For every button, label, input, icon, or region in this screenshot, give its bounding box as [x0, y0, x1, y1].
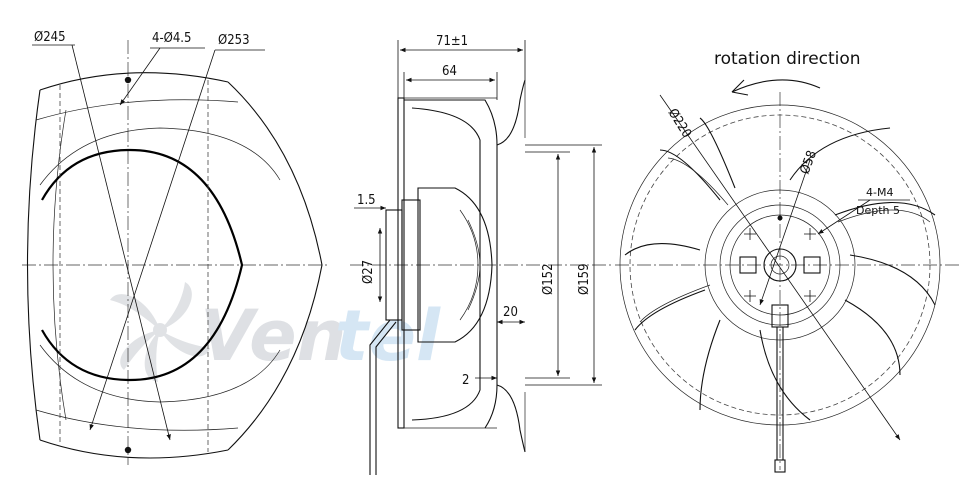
watermark-text-b: tel: [335, 295, 441, 377]
rear-blade-8: [699, 319, 721, 411]
front-mount-hole-bottom: [124, 446, 132, 454]
rotation-arrow-head: [731, 79, 749, 96]
rear-blade-4: [834, 202, 936, 216]
rear-m4-hole-2: [804, 228, 816, 240]
rear-shaft-circle: [763, 248, 797, 282]
watermark-text-a: Ven: [200, 295, 346, 377]
side-nozzle-top: [496, 79, 526, 146]
front-mount-hole-top: [124, 76, 132, 84]
side-cable: [369, 319, 391, 475]
rear-m4-leader: [817, 199, 871, 235]
rear-blade-5: [849, 254, 936, 306]
side-dim-64: 64: [442, 64, 457, 79]
front-d253-leader: [89, 49, 216, 431]
front-ring-line-2: [35, 409, 239, 431]
rotation-direction-label: rotation direction: [714, 49, 861, 69]
front-concave-edge: [227, 81, 323, 451]
rear-hub-outer: [719, 204, 841, 326]
front-shroud-arc-bottom: [39, 344, 281, 403]
watermark: Ven tel: [110, 282, 441, 382]
front-ring-left-outer: [26, 89, 41, 441]
rear-blade-9b: [639, 284, 711, 323]
rear-blade-3: [789, 127, 891, 181]
side-dim-d159: Ø159: [577, 263, 592, 295]
front-ring-bottom: [39, 439, 229, 459]
rear-blade-1: [659, 149, 721, 201]
rear-shaft-inner: [770, 255, 790, 275]
rear-outer-circle: [619, 104, 941, 426]
side-dim-d152: Ø152: [541, 263, 556, 295]
rear-view: Ø220 Ø58 4-M4 Depth 5 rotation direction: [615, 49, 962, 473]
rear-m4-hole-3: [744, 290, 756, 302]
side-view: 71±1 64 1.5 Ø27 Ø152 Ø159 20 2: [350, 34, 612, 475]
rear-blade-2: [699, 117, 736, 189]
side-dim-d27: Ø27: [361, 260, 376, 284]
side-motor-shaft-housing: [385, 209, 403, 321]
rear-blades: [624, 117, 936, 421]
rear-blade-9: [634, 289, 706, 331]
rear-dim-d220: Ø220: [665, 106, 694, 141]
rear-d58-leader: [759, 159, 811, 306]
rear-hub-mid: [729, 214, 831, 316]
rear-slot-right: [803, 256, 821, 274]
rear-m4-hole-4: [804, 290, 816, 302]
rear-depth-label: Depth 5: [856, 204, 900, 217]
front-ring-top: [39, 72, 229, 91]
rear-blade-10: [624, 243, 701, 256]
front-ring-line-1: [35, 99, 239, 121]
front-view: Ø245 4-Ø4.5 Ø253: [22, 30, 330, 465]
side-dim-2: 2: [462, 373, 469, 388]
rear-slot-left: [739, 256, 757, 274]
front-shroud-arc-top: [39, 127, 281, 186]
rear-cable-end: [774, 459, 786, 473]
rear-blade-7: [759, 329, 811, 421]
rear-d220-leader: [659, 94, 901, 441]
watermark-fan-icon: [110, 282, 210, 382]
front-dim-d253: Ø253: [218, 33, 250, 48]
rear-blade-6: [844, 299, 901, 376]
front-d245-leader: [71, 44, 171, 441]
side-dim-1-5: 1.5: [357, 193, 376, 208]
rear-dim-d58: Ø58: [798, 149, 820, 177]
side-dim-20: 20: [503, 305, 518, 320]
side-hub-fins-2: [467, 219, 481, 311]
side-back-plate: [397, 97, 405, 429]
rotation-arrow-arc: [731, 79, 821, 93]
side-nozzle-bottom: [496, 384, 526, 453]
rear-m4-hole-1: [744, 228, 756, 240]
front-dim-d245: Ø245: [34, 30, 66, 45]
side-motor-hub: [417, 187, 493, 343]
rear-blade-1b: [667, 157, 729, 206]
rear-mount-crosses: [744, 228, 816, 302]
rear-dot-top: [777, 215, 783, 221]
side-cable-2: [375, 321, 397, 475]
rear-outer-dash: [629, 114, 931, 416]
front-holes-leader: [119, 47, 161, 106]
rear-cable-gland: [771, 304, 789, 328]
side-hub-fins: [459, 209, 479, 321]
side-dim-71: 71±1: [436, 34, 468, 49]
front-inlet-circle: [41, 148, 244, 382]
rear-blade-4b: [837, 209, 931, 223]
rear-thread-label: 4-M4: [866, 186, 893, 199]
rear-shroud-circle: [704, 189, 856, 341]
front-dim-holes: 4-Ø4.5: [152, 31, 191, 46]
